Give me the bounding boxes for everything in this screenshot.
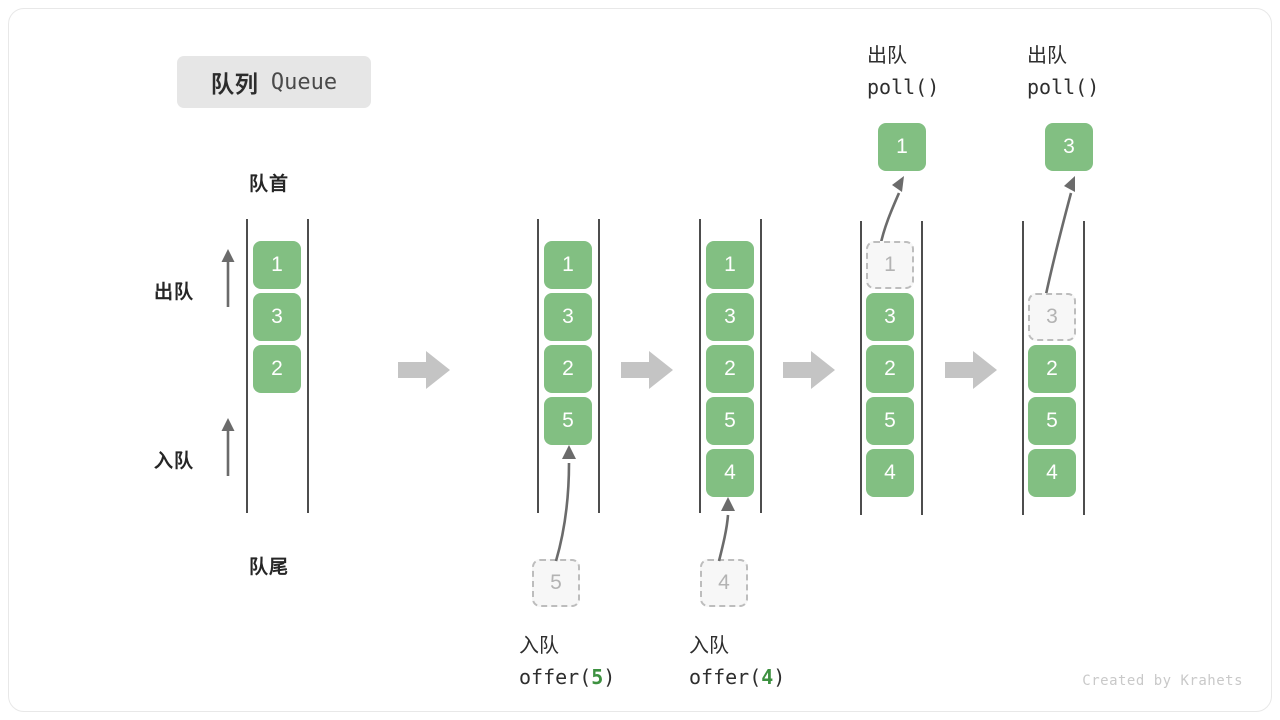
queue-rail-right-3 bbox=[760, 219, 762, 513]
code-prefix: poll( bbox=[867, 75, 928, 99]
queue-cell: 4 bbox=[706, 449, 754, 497]
queue-rail-left-5 bbox=[1022, 221, 1024, 515]
title-label-en: Queue bbox=[270, 69, 338, 95]
title-label-cn: 队列 bbox=[210, 71, 259, 97]
queue-cell: 2 bbox=[706, 345, 754, 393]
flow-arrow-icon bbox=[783, 351, 835, 389]
stage-caption-cn: 入队 bbox=[519, 635, 559, 657]
enqueue-arrow-icon bbox=[717, 497, 735, 562]
code-suffix: ) bbox=[927, 75, 940, 99]
enqueue-arrow-icon bbox=[554, 445, 576, 562]
flow-arrow-icon bbox=[398, 351, 450, 389]
queue-cell: 5 bbox=[544, 397, 592, 445]
queue-rail-right-1 bbox=[307, 219, 309, 513]
queue-cell: 2 bbox=[544, 345, 592, 393]
queue-cell: 1 bbox=[253, 241, 301, 289]
dequeue-direction-arrow-icon bbox=[221, 249, 235, 307]
code-value: 5 bbox=[591, 665, 604, 689]
code-suffix: ) bbox=[603, 665, 616, 689]
queue-rail-left-1 bbox=[246, 219, 248, 513]
diagram-title-badge: 队列 Queue bbox=[177, 56, 371, 108]
stage-caption-cn: 出队 bbox=[867, 45, 907, 67]
code-prefix: poll( bbox=[1027, 75, 1088, 99]
enqueue-direction-arrow-icon bbox=[221, 418, 235, 476]
queue-cell: 1 bbox=[544, 241, 592, 289]
incoming-element-ghost: 5 bbox=[532, 559, 580, 607]
queue-rail-right-4 bbox=[921, 221, 923, 515]
queue-cell: 3 bbox=[544, 293, 592, 341]
outgoing-element: 1 bbox=[878, 123, 926, 171]
queue-cell: 3 bbox=[706, 293, 754, 341]
enqueue-direction-label: 入队 bbox=[154, 451, 195, 472]
dequeue-arrow-icon bbox=[878, 176, 904, 248]
flow-arrow-icon bbox=[945, 351, 997, 389]
queue-cell: 5 bbox=[866, 397, 914, 445]
queue-cell: 5 bbox=[1028, 397, 1076, 445]
code-value: 4 bbox=[761, 665, 774, 689]
code-suffix: ) bbox=[773, 665, 786, 689]
stage-caption-code: offer(4) bbox=[689, 665, 785, 689]
queue-cell-ghost: 3 bbox=[1028, 293, 1076, 341]
queue-cell: 4 bbox=[866, 449, 914, 497]
queue-cell: 2 bbox=[866, 345, 914, 393]
queue-cell: 2 bbox=[253, 345, 301, 393]
code-suffix: ) bbox=[1087, 75, 1100, 99]
stage-caption-code: poll() bbox=[867, 75, 939, 99]
dequeue-arrow-icon bbox=[1043, 176, 1075, 300]
incoming-element-ghost: 4 bbox=[700, 559, 748, 607]
queue-rail-right-5 bbox=[1083, 221, 1085, 515]
stage-caption-code: poll() bbox=[1027, 75, 1099, 99]
code-prefix: offer( bbox=[519, 665, 592, 689]
queue-rail-left-4 bbox=[860, 221, 862, 515]
flow-arrow-icon bbox=[621, 351, 673, 389]
queue-cell: 3 bbox=[866, 293, 914, 341]
queue-rail-left-3 bbox=[699, 219, 701, 513]
queue-cell: 3 bbox=[253, 293, 301, 341]
diagram-card: 队列 Queue 队首 队尾 出队 入队 1 3 2 1 3 2 5 5 入队 … bbox=[8, 8, 1272, 712]
stage-caption-cn: 出队 bbox=[1027, 45, 1067, 67]
queue-cell: 1 bbox=[706, 241, 754, 289]
queue-front-label: 队首 bbox=[249, 174, 290, 195]
stage-caption-cn: 入队 bbox=[689, 635, 729, 657]
queue-cell: 5 bbox=[706, 397, 754, 445]
outgoing-element: 3 bbox=[1045, 123, 1093, 171]
stage-caption-code: offer(5) bbox=[519, 665, 615, 689]
queue-rail-right-2 bbox=[598, 219, 600, 513]
queue-back-label: 队尾 bbox=[249, 557, 290, 578]
queue-cell: 4 bbox=[1028, 449, 1076, 497]
credit-label: Created by Krahets bbox=[1082, 673, 1243, 689]
queue-cell-ghost: 1 bbox=[866, 241, 914, 289]
queue-cell: 2 bbox=[1028, 345, 1076, 393]
code-prefix: offer( bbox=[689, 665, 762, 689]
dequeue-direction-label: 出队 bbox=[154, 282, 195, 303]
queue-rail-left-2 bbox=[537, 219, 539, 513]
